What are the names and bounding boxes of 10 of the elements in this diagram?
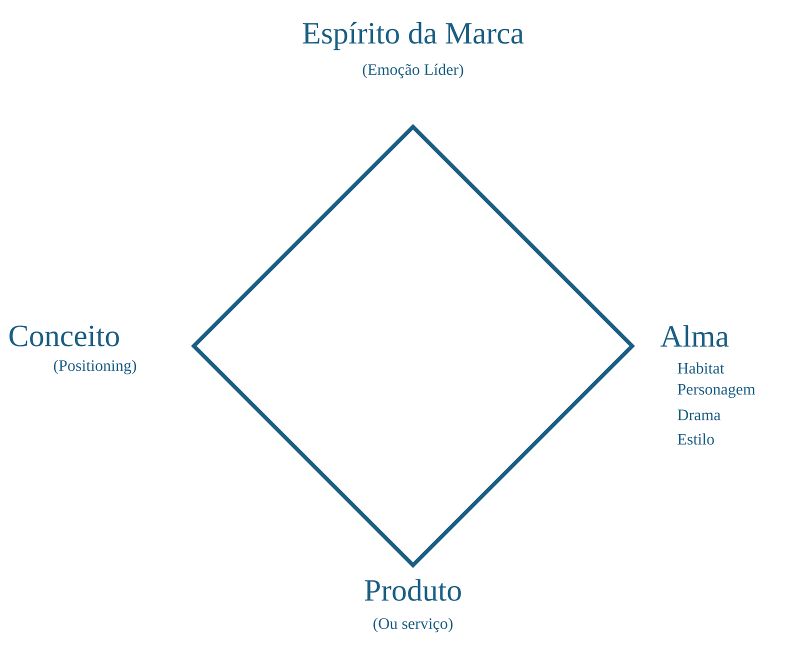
heading: Alma	[660, 325, 729, 347]
list-item: Estilo	[678, 433, 714, 445]
heading: Espírito da Marca	[302, 22, 524, 50]
list-item: Personagem	[678, 384, 756, 398]
list-item: Habitat	[678, 362, 724, 374]
subheading: (Ou serviço)	[374, 618, 453, 632]
subheading: (Positioning)	[54, 360, 136, 374]
heading: Conceito	[9, 326, 119, 346]
subheading: (Emoção Líder)	[362, 64, 464, 78]
list-item: Drama	[678, 410, 721, 420]
